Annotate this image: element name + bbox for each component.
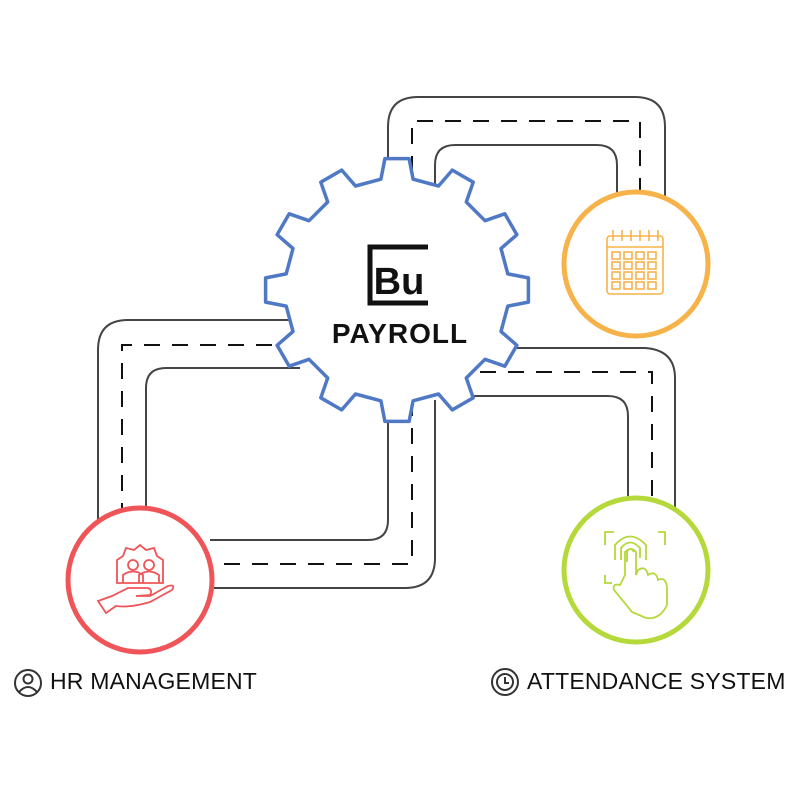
hand-team-gear-icon <box>96 543 175 615</box>
road-hr-bottom <box>205 400 436 589</box>
hr-management-label: HR MANAGEMENT <box>50 668 258 694</box>
fingerprint-touch-icon <box>604 531 668 620</box>
calendar-icon <box>606 230 664 295</box>
payroll-title: PAYROLL <box>331 318 469 349</box>
clock-icon <box>491 668 519 696</box>
user-icon <box>14 669 42 697</box>
hr-label: HR MANAGEMENT <box>50 668 257 695</box>
road-to-hr <box>97 319 300 525</box>
road-to-attendance <box>465 347 676 512</box>
svg-text:Bu: Bu <box>374 261 425 303</box>
attendance-label: ATTENDANCE SYSTEM <box>527 668 786 695</box>
calendar-node <box>561 189 711 339</box>
attendance-node <box>561 495 711 645</box>
road-to-calendar <box>387 96 666 200</box>
hr-node <box>65 505 215 655</box>
gear-shape <box>263 156 531 424</box>
attendance-system-label: ATTENDANCE SYSTEM <box>527 668 786 694</box>
bu-logo: Bu <box>367 244 428 306</box>
